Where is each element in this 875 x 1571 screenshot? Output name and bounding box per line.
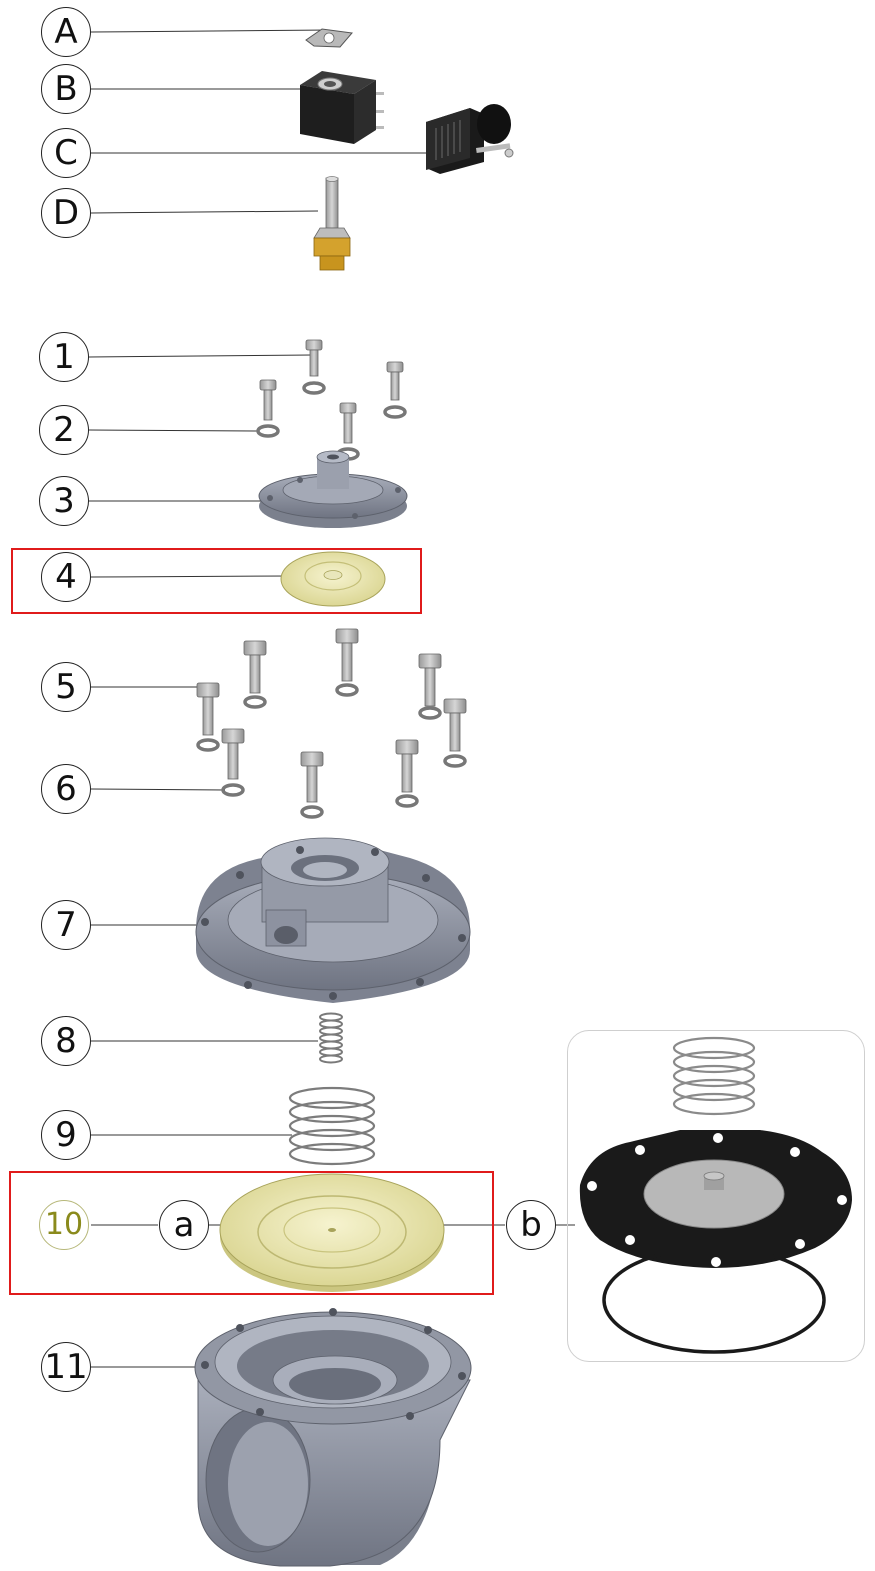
callout-a: a [159, 1200, 209, 1250]
highlight-box-10 [9, 1171, 494, 1295]
valve-cover-icon [195, 837, 471, 1003]
highlight-box-4 [11, 548, 422, 614]
callout-11: 11 [41, 1342, 91, 1392]
callout-b: b [506, 1200, 556, 1250]
diaphragm-kit-inset [567, 1030, 865, 1362]
callout-4: 4 [41, 552, 91, 602]
main-diaphragm-icon [219, 1173, 445, 1292]
o-ring-icon [602, 1246, 826, 1354]
callout-A: A [41, 7, 91, 57]
callout-C: C [41, 128, 91, 178]
plate-icon [305, 28, 353, 48]
callout-8: 8 [41, 1016, 91, 1066]
diaphragm-kit-icon [579, 1036, 852, 1268]
armature-tube-icon [313, 176, 351, 271]
callout-9: 9 [41, 1110, 91, 1160]
coil-icon [300, 71, 384, 144]
pilot-diaphragm-icon [280, 551, 386, 607]
callout-6: 6 [41, 764, 91, 814]
callout-D: D [41, 188, 91, 238]
valve-body-icon [194, 1308, 472, 1567]
callout-5: 5 [41, 662, 91, 712]
callout-B: B [41, 64, 91, 114]
bolt-icon [196, 339, 467, 803]
small-spring-icon [319, 1012, 343, 1064]
large-spring-icon [288, 1086, 376, 1166]
callout-7: 7 [41, 900, 91, 950]
callout-2: 2 [39, 405, 89, 455]
callout-1: 1 [39, 332, 89, 382]
leader-lines [88, 29, 575, 1368]
callout-10: 10 [39, 1200, 89, 1250]
pilot-cover-icon [258, 450, 408, 528]
connector-icon [426, 104, 514, 174]
callout-3: 3 [39, 476, 89, 526]
